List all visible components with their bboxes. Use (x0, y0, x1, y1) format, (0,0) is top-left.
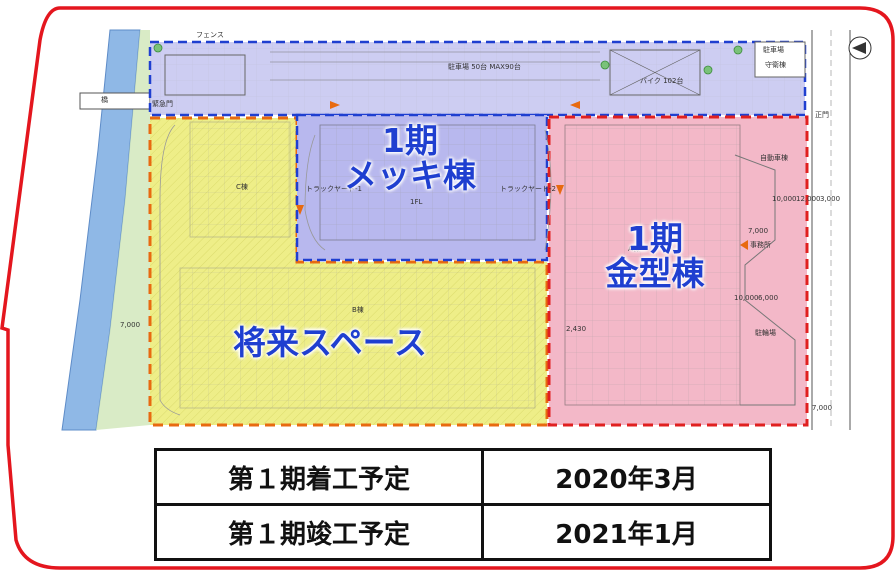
mekki-building-label: 1期 メッキ棟 (330, 121, 490, 195)
dim-label: 7,000 (120, 321, 141, 329)
building-a-label: A棟 (628, 245, 640, 253)
dim-label: 12,000 (796, 195, 821, 203)
road-curve (159, 124, 181, 416)
construction-start-label: 第１期着工予定 (154, 448, 484, 506)
truck-yard-1-label: トラックヤード-1 (306, 185, 362, 193)
kanagata-annex (734, 154, 796, 406)
callout-border (0, 6, 895, 570)
truck-yard-2-label: トラックヤード-2 (500, 185, 556, 193)
mekki-building-outline (319, 124, 536, 241)
building-c-outline (189, 121, 291, 238)
guard-house (754, 41, 806, 78)
construction-complete-date: 2021年1月 (481, 503, 772, 561)
kanagata-name-text: 金型棟 (605, 253, 705, 293)
parking-building (164, 54, 246, 96)
construction-complete-label: 第１期竣工予定 (154, 503, 484, 561)
construction-start-date: 2020年3月 (481, 448, 772, 506)
parking-label: 駐車場 50台 MAX90台 (448, 63, 521, 71)
table-row: 第１期着工予定 2020年3月 (154, 448, 772, 506)
office-label: 事務所 (750, 241, 771, 249)
kanagata-building-outline (564, 124, 741, 406)
guard-label: 守衛棟 (765, 61, 786, 69)
road-curve (304, 134, 326, 251)
mekki-phase-text: 1期 (382, 121, 438, 160)
bike-shelter (609, 49, 701, 96)
dim-label: 6,000 (758, 294, 779, 302)
dim-label: 10,000 (772, 195, 797, 203)
floor-label: 1FL (410, 198, 423, 206)
building-b-outline (179, 267, 536, 409)
north-arrow-icon (848, 36, 872, 60)
main-gate-label: 正門 (815, 111, 829, 119)
fence-label: フェンス (196, 31, 224, 39)
dim-label: 7,000 (812, 404, 833, 412)
bridge-label: 橋 (101, 96, 108, 104)
kanagata-phase-text: 1期 (627, 219, 683, 258)
schedule-table: 第１期着工予定 2020年3月 第１期竣工予定 2021年1月 (154, 448, 772, 561)
building-c-label: C棟 (236, 183, 248, 191)
bridge (79, 92, 151, 110)
traffic-arrow-icons (296, 101, 748, 250)
parking-stalls (270, 51, 600, 81)
dim-label: 3,000 (820, 195, 841, 203)
table-row: 第１期竣工予定 2021年1月 (154, 503, 772, 561)
grass-bank (96, 30, 150, 430)
dim-label: 7,000 (748, 227, 769, 235)
mekki-name-text: メッキ棟 (344, 155, 476, 195)
emergency-gate-label: 緊急門 (152, 100, 173, 108)
bike-parking-label: 駐輪場 (755, 329, 776, 337)
kanagata-building-label: 1期 金型棟 (585, 219, 725, 293)
dim-label: 10,000 (734, 294, 759, 302)
auto-label: 自動車棟 (760, 154, 788, 162)
parking-building-label: 駐車場 (763, 46, 784, 54)
future-space-label: 将来スペース (232, 323, 428, 362)
bike-label: バイク 102台 (640, 77, 684, 85)
dim-label: 2,430 (566, 325, 587, 333)
building-b-label: B棟 (352, 306, 364, 314)
road-curve (544, 129, 552, 251)
